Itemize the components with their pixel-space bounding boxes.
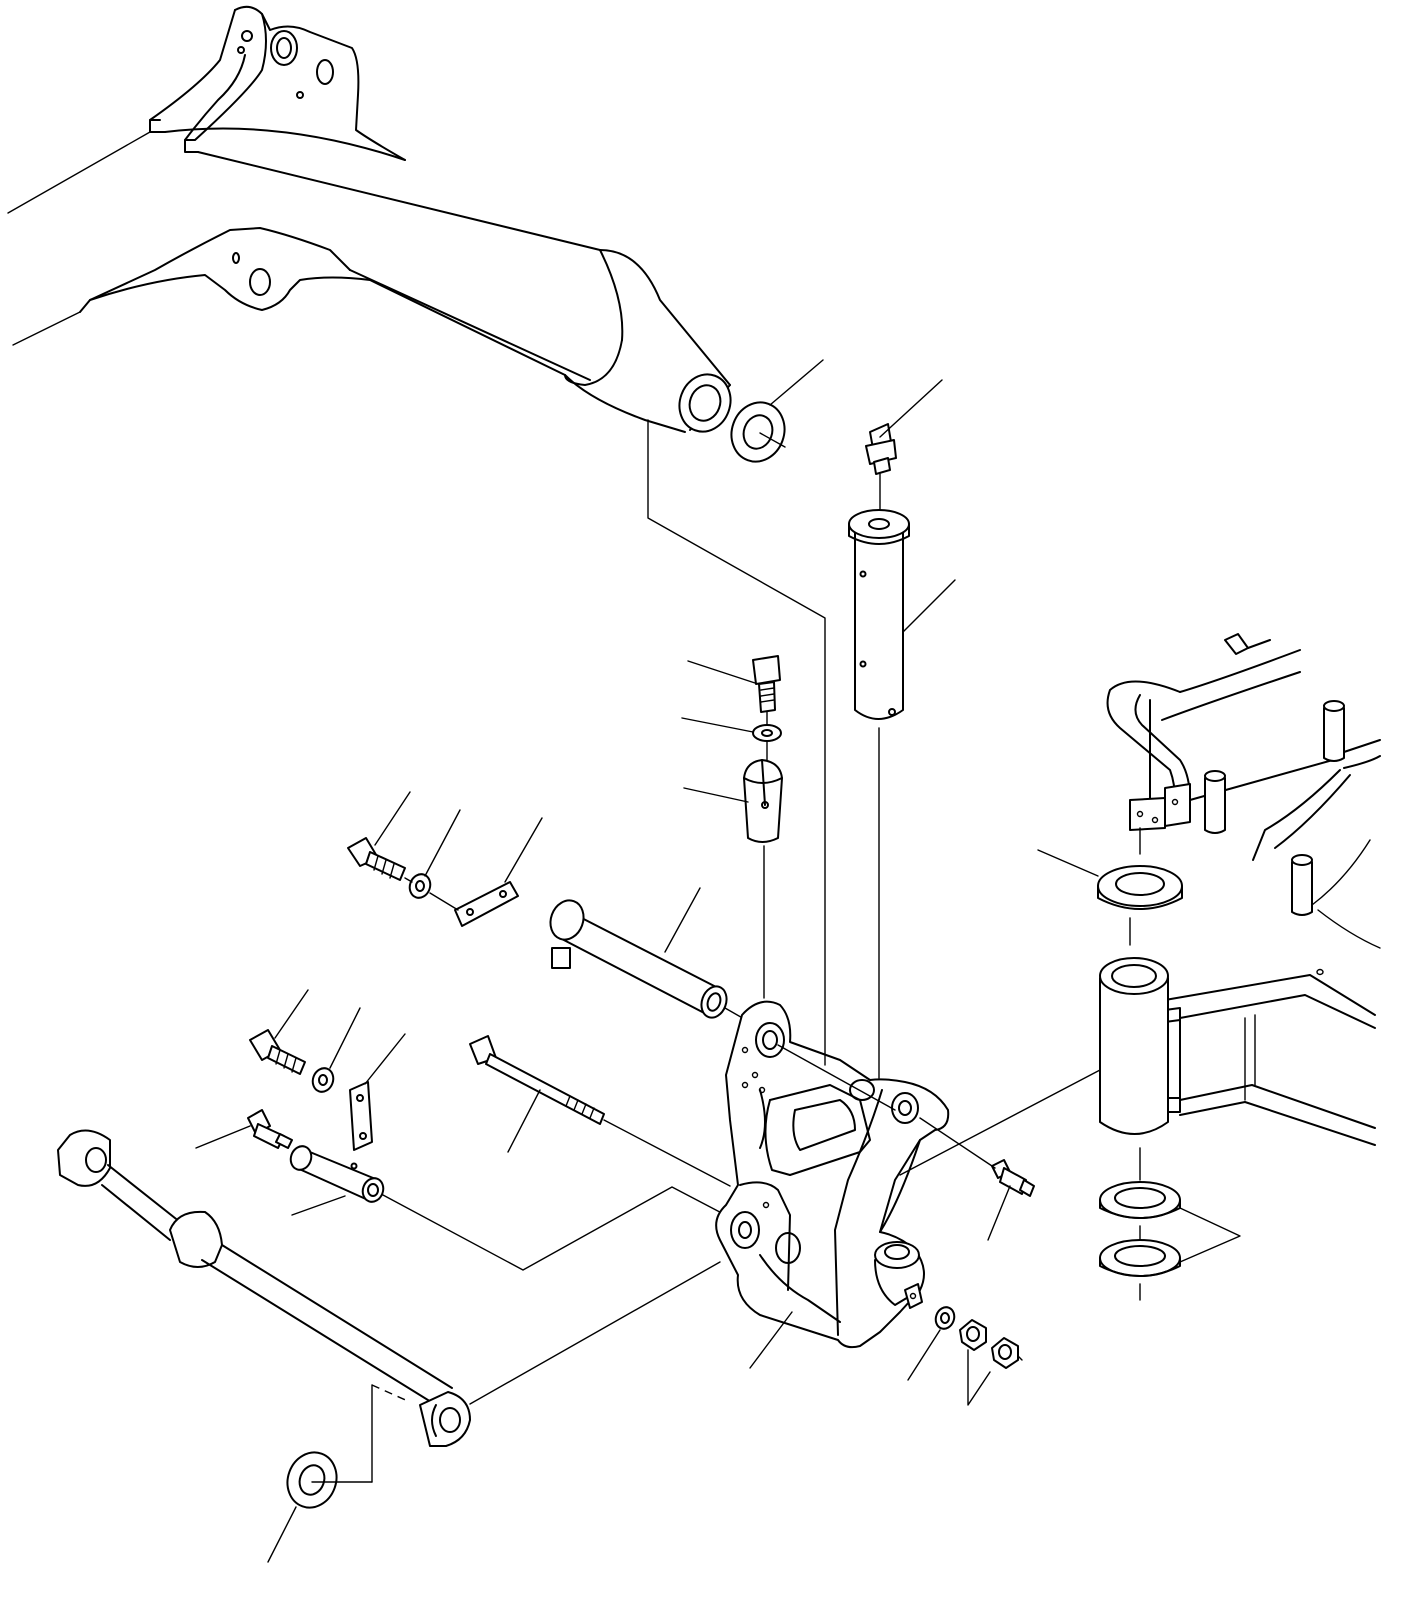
boom-foot-pin (848, 509, 956, 1079)
assembly-centerlines (647, 419, 896, 1111)
boom-cylinder (57, 1129, 721, 1483)
swing-bracket (715, 1000, 950, 1369)
bracket-nuts (959, 1319, 1023, 1406)
lock-bolt-lower (249, 989, 309, 1075)
cylinder-washer (267, 1451, 373, 1563)
lock-washer-upper (404, 809, 461, 899)
frame-boss (899, 957, 1169, 1176)
swing-pin (549, 887, 761, 1029)
boom-arm (7, 5, 732, 433)
boom-thrust-washer (730, 359, 824, 463)
grease-fitting-top (865, 379, 943, 516)
stopper-washer (681, 711, 782, 742)
grease-fitting-right (919, 1117, 1035, 1241)
frame-shim-rings (1099, 1147, 1241, 1301)
stopper-block (683, 740, 783, 999)
cylinder-pin (289, 1145, 736, 1271)
bracket-washer (907, 1306, 956, 1381)
lock-washer-lower (311, 1007, 361, 1093)
stopper-bolt (687, 655, 781, 713)
lock-plate-upper (429, 817, 543, 927)
grease-fitting-left (195, 1109, 293, 1149)
lock-plate-lower (349, 1033, 406, 1151)
long-bolt (469, 1035, 731, 1187)
frame-thrust-ring (1037, 827, 1183, 946)
lock-bolt-upper (347, 791, 411, 881)
